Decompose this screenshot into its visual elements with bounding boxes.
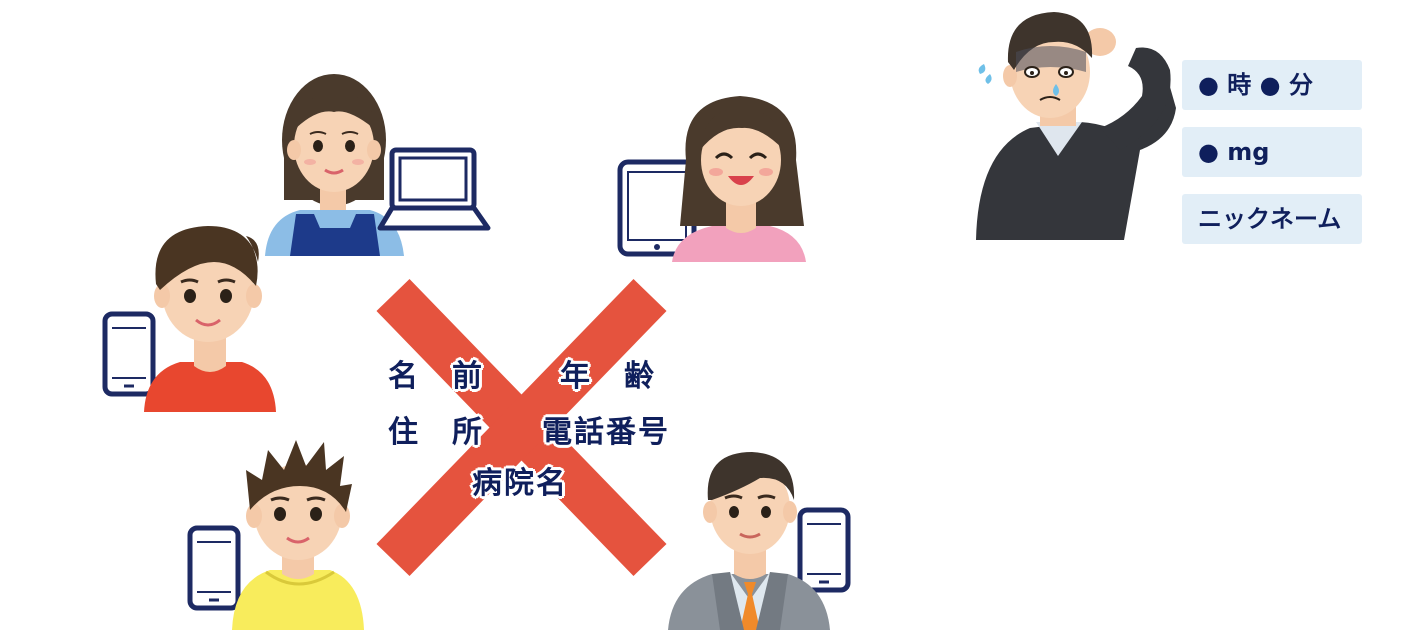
forbidden-label-name: 名 前 bbox=[388, 359, 484, 394]
prohibited-cross-icon bbox=[376, 278, 667, 577]
forbidden-label-phone: 電話番号 bbox=[542, 415, 670, 450]
allowed-tag-dose: ● mg bbox=[1182, 127, 1362, 177]
woman-smiling-person-icon bbox=[672, 96, 806, 262]
businessman-person-icon bbox=[668, 452, 830, 630]
boy-red-shirt-person-icon bbox=[144, 226, 276, 412]
allowed-tag-nickname: ニックネーム bbox=[1182, 194, 1362, 244]
forbidden-label-age: 年 齢 bbox=[560, 359, 656, 394]
troubled-man-person-icon bbox=[976, 12, 1176, 240]
smartphone-icon bbox=[102, 311, 156, 397]
allowed-tag-time: ● 時 ● 分 bbox=[1182, 60, 1362, 110]
smartphone-icon bbox=[797, 507, 851, 593]
forbidden-label-address: 住 所 bbox=[388, 415, 484, 450]
boy-yellow-hoodie-person-icon bbox=[232, 440, 364, 630]
tablet-icon bbox=[617, 159, 697, 257]
forbidden-label-hospital: 病院名 bbox=[472, 466, 568, 501]
laptop-icon bbox=[377, 147, 491, 231]
smartphone-icon bbox=[187, 525, 241, 611]
woman-apron-person-icon bbox=[265, 74, 404, 256]
